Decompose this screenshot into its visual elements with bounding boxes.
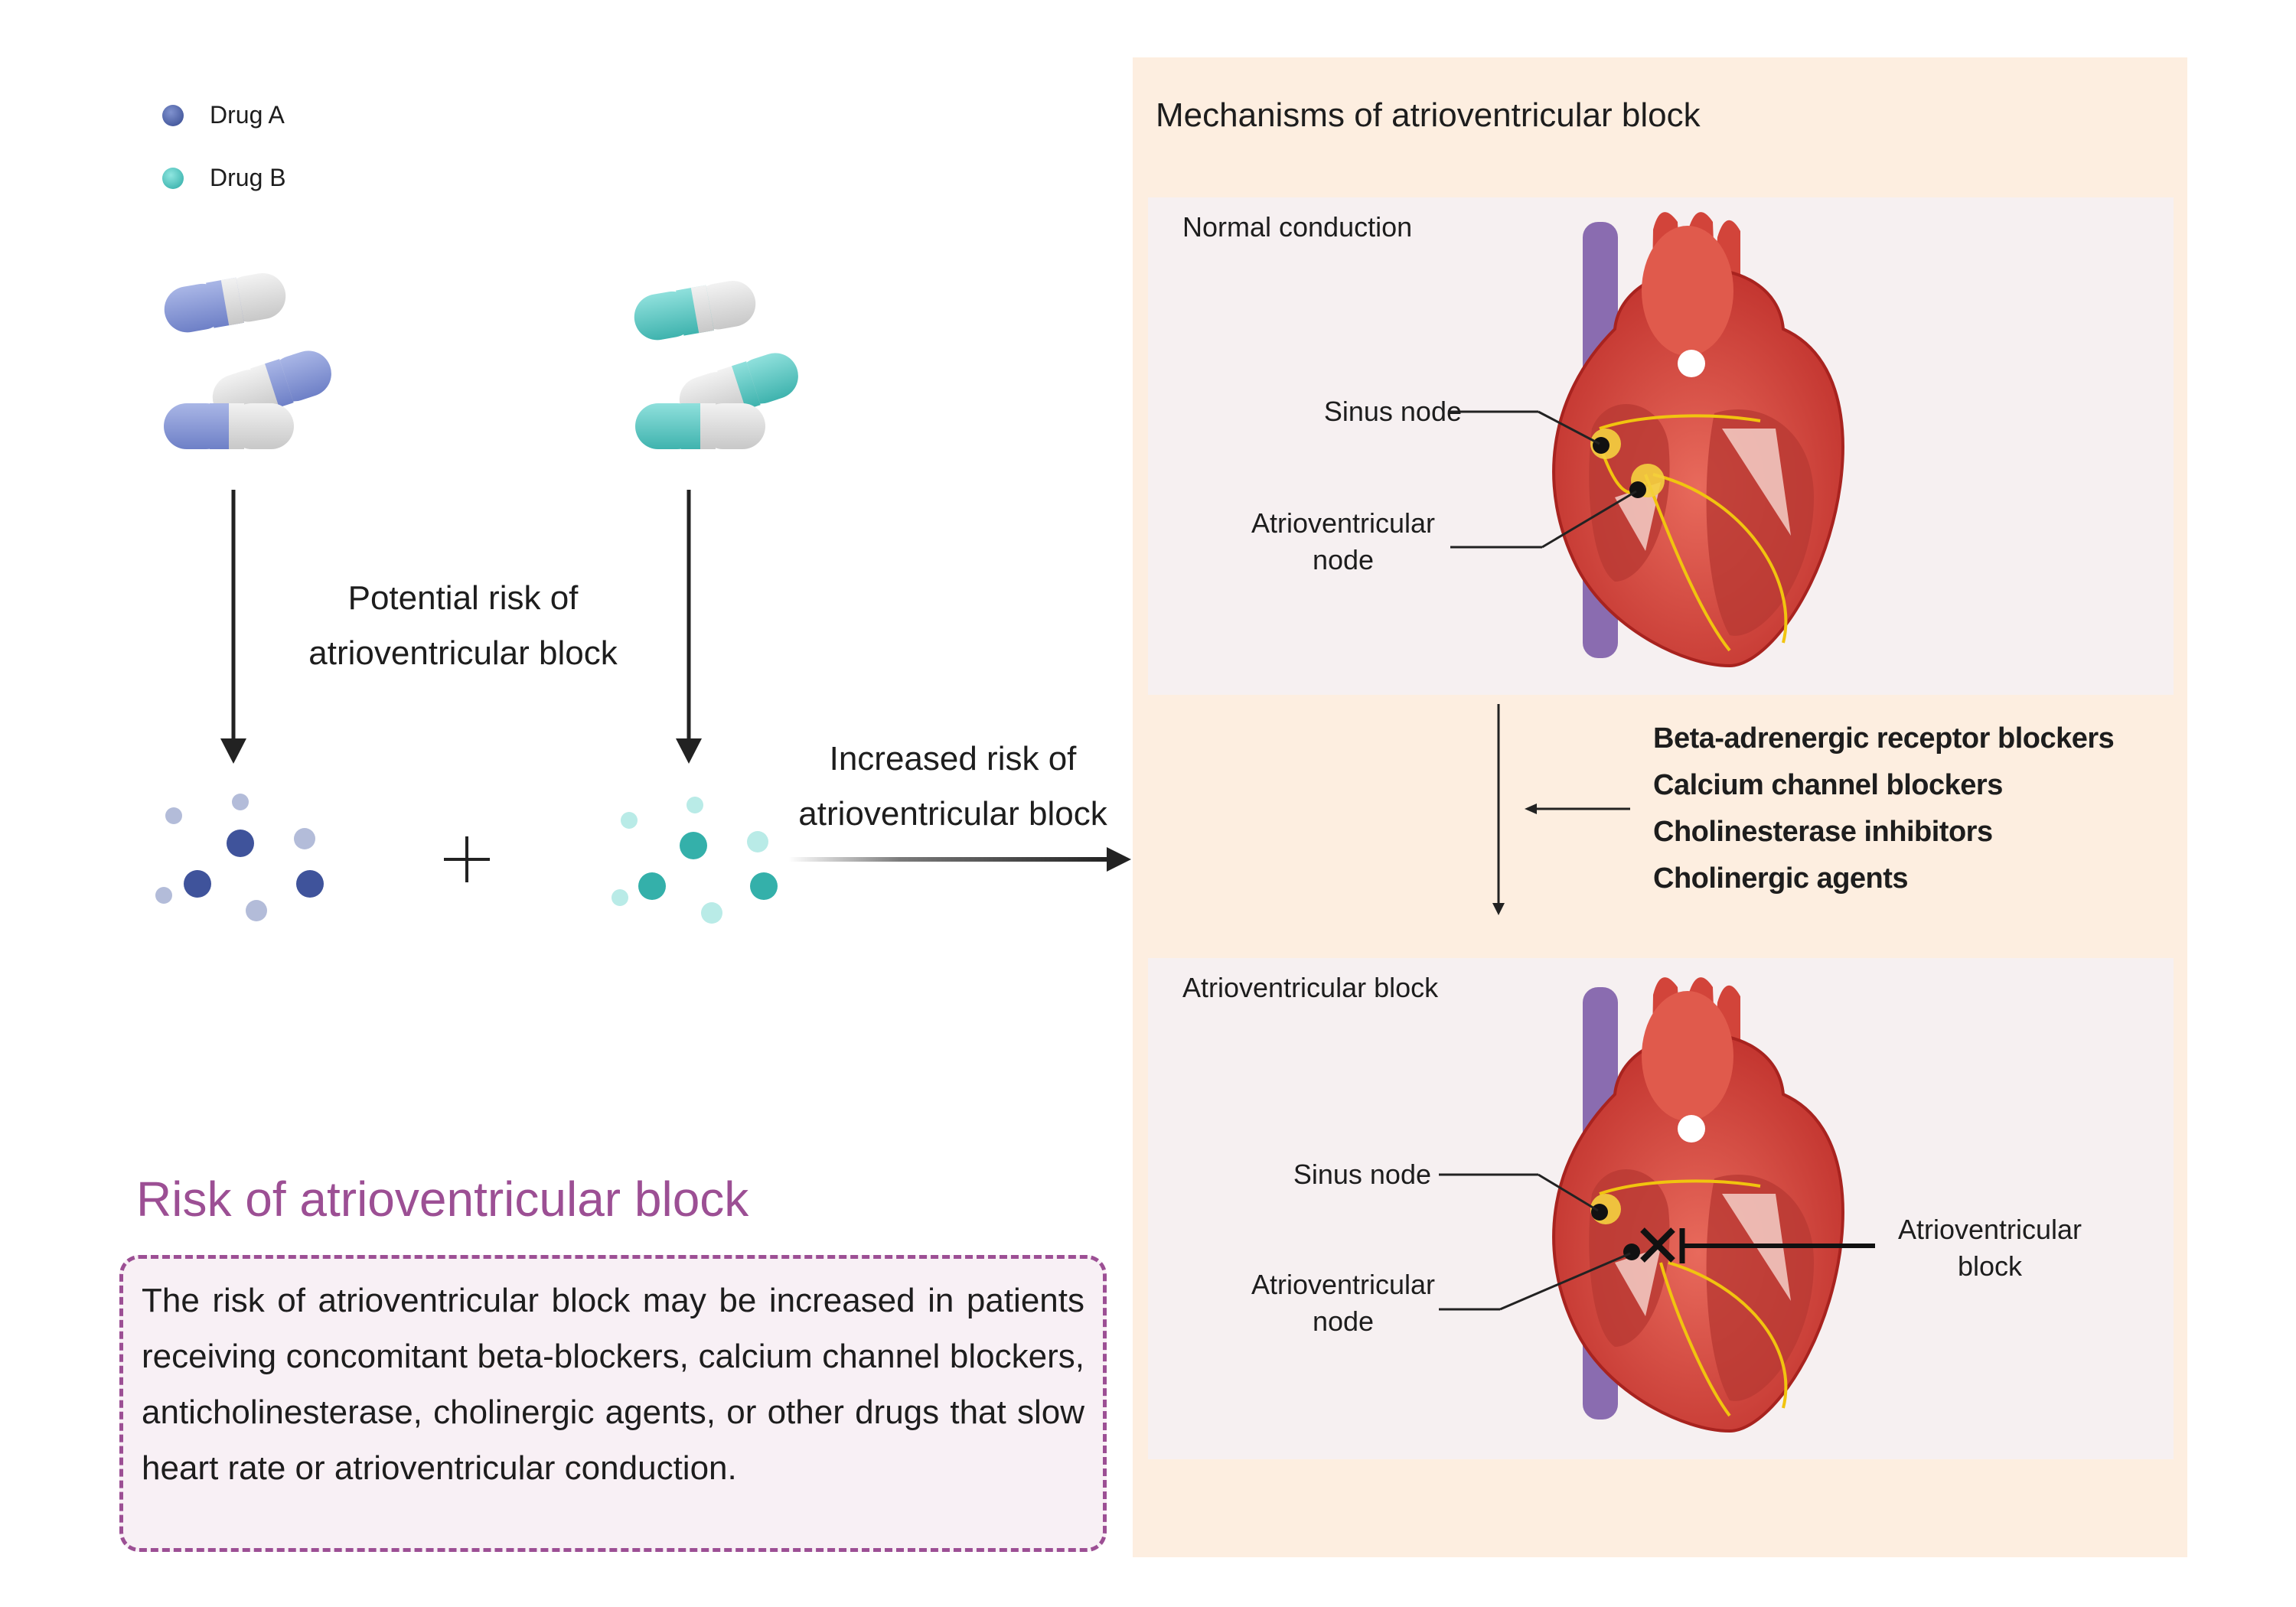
block-sinus-node-label: Sinus node bbox=[1293, 1159, 1431, 1190]
plus-icon bbox=[444, 836, 490, 882]
risk-description-box: The risk of atrioventricular block may b… bbox=[119, 1255, 1107, 1552]
legend-drug-a-label: Drug A bbox=[210, 101, 285, 129]
av-block-label: Atrioventricular block bbox=[1897, 1214, 2082, 1282]
drug-list-item: Calcium channel blockers bbox=[1653, 769, 2003, 801]
risk-description-text: The risk of atrioventricular block may b… bbox=[142, 1282, 1084, 1487]
drug-effect-arrow bbox=[1525, 804, 1630, 814]
drug-a-dot-icon bbox=[162, 104, 184, 126]
drug-list-item: Cholinesterase inhibitors bbox=[1653, 816, 1993, 848]
potential-risk-caption: Potential risk of atrioventricular block bbox=[308, 579, 618, 672]
drug-list-item: Beta-adrenergic receptor blockers bbox=[1653, 722, 2115, 755]
legend-drug-a: Drug A bbox=[162, 101, 285, 129]
normal-sinus-node-label: Sinus node bbox=[1323, 396, 1462, 427]
drug-b-particles-icon bbox=[612, 797, 778, 924]
av-block-inhibitor-line bbox=[1679, 1228, 1875, 1263]
legend-drug-b: Drug B bbox=[162, 164, 286, 192]
legend-drug-b-label: Drug B bbox=[210, 164, 286, 191]
normal-av-node-label: Atrioventricular node bbox=[1251, 507, 1436, 575]
av-block-title: Atrioventricular block bbox=[1182, 972, 1439, 1003]
drug-a-particles-icon bbox=[155, 794, 324, 921]
drug-a-down-arrow bbox=[220, 490, 246, 764]
normal-conduction-title: Normal conduction bbox=[1182, 211, 1413, 243]
increased-risk-arrow bbox=[788, 847, 1131, 872]
drug-list: Beta-adrenergic receptor blockers Calciu… bbox=[1653, 715, 2115, 902]
block-av-node-label: Atrioventricular node bbox=[1251, 1269, 1436, 1337]
drug-b-capsules-icon bbox=[634, 280, 798, 449]
mechanisms-title: Mechanisms of atrioventricular block bbox=[1156, 96, 1701, 134]
heart-block-icon bbox=[1439, 977, 1875, 1433]
drug-b-down-arrow bbox=[676, 490, 702, 764]
risk-title: Risk of atrioventricular block bbox=[136, 1172, 749, 1227]
block-cross-icon bbox=[1640, 1227, 1675, 1263]
increased-risk-caption: Increased risk of atrioventricular block bbox=[798, 740, 1107, 833]
heart-normal-icon bbox=[1450, 212, 1844, 668]
drug-a-capsules-icon bbox=[164, 272, 331, 449]
drug-b-dot-icon bbox=[162, 167, 184, 189]
drug-list-item: Cholinergic agents bbox=[1653, 862, 1909, 895]
progression-arrow bbox=[1492, 704, 1505, 915]
